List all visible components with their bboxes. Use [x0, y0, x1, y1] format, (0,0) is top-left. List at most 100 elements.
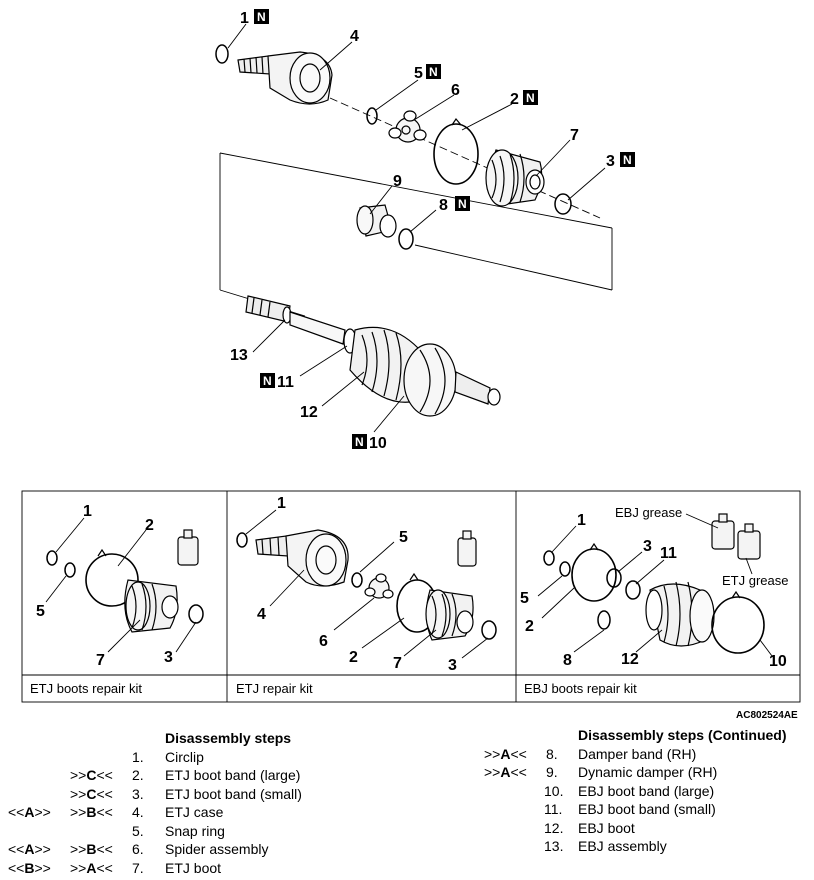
etj-grease-label: ETJ grease	[722, 573, 788, 588]
steps-left-header: Disassembly steps	[165, 730, 292, 746]
kit-title-ebj-boots: EBJ boots repair kit	[524, 681, 637, 696]
n-mark-8: N	[455, 196, 470, 211]
step-number: 9.	[546, 764, 558, 780]
callout-9: 9	[393, 173, 402, 190]
step-row: >>C<< 2. ETJ boot band (large)	[0, 766, 420, 785]
etj-boots-callout-5: 5	[36, 603, 45, 620]
etj-callout-6: 6	[319, 633, 328, 650]
callout-4: 4	[350, 28, 359, 45]
step-text: EBJ boot band (small)	[578, 801, 716, 817]
step-text: EBJ boot	[578, 819, 635, 836]
callout-8: 8	[439, 197, 448, 214]
step-row: >>C<< 3. ETJ boot band (small)	[0, 785, 420, 804]
etj-boot-main	[485, 149, 545, 207]
ebj-callout-3: 3	[643, 538, 652, 555]
step-code-2: >>C<<	[70, 785, 113, 802]
svg-text:N: N	[355, 435, 364, 449]
n-mark-1: N	[254, 9, 269, 24]
callout-1: 1	[240, 10, 249, 27]
step-text: ETJ boot band (small)	[165, 785, 302, 802]
ebj-callout-8: 8	[563, 652, 572, 669]
step-number: 7.	[132, 859, 144, 876]
step-number: 11.	[544, 801, 563, 817]
main-exploded-view	[215, 23, 613, 433]
n-mark-10: N	[352, 434, 367, 449]
step-code-2: >>B<<	[70, 804, 113, 820]
steps-right-header: Disassembly steps (Continued)	[578, 727, 787, 743]
n-mark-2: N	[523, 90, 538, 105]
step-number: 8.	[546, 745, 558, 762]
kit-title-etj-boots: ETJ boots repair kit	[30, 681, 142, 696]
ebj-callout-1: 1	[577, 512, 586, 529]
step-code-2: >>C<<	[70, 767, 113, 783]
step-text: Circlip	[165, 748, 204, 765]
ebj-assembly-main	[245, 295, 501, 417]
step-number: 6.	[132, 841, 144, 857]
etj-boots-kit-drawing	[45, 517, 204, 653]
etj-kit-drawing	[236, 509, 497, 659]
callout-12: 12	[300, 404, 318, 421]
step-number: 12.	[544, 819, 564, 836]
callout-7: 7	[570, 127, 579, 144]
step-number: 4.	[132, 804, 144, 820]
svg-text:N: N	[623, 153, 632, 167]
disassembly-steps-right: Disassembly steps (Continued) >>A<<8.Dam…	[470, 726, 814, 856]
etj-boots-callout-3: 3	[164, 649, 173, 666]
etj-case-main	[237, 51, 333, 105]
step-row: <<A>> >>B<< 6. Spider assembly	[0, 840, 420, 859]
ebj-boots-kit-drawing	[537, 513, 773, 657]
callout-10: 10	[369, 435, 387, 452]
ebj-callout-2: 2	[525, 618, 534, 635]
etj-callout-3: 3	[448, 657, 457, 674]
n-mark-5: N	[426, 64, 441, 79]
step-code-1: <<A>>	[8, 804, 51, 820]
step-text: ETJ case	[165, 804, 224, 820]
step-row: >>A<<9.Dynamic damper (RH)	[470, 763, 814, 782]
svg-text:N: N	[257, 10, 266, 24]
dynamic-damper-main	[356, 204, 397, 238]
step-code-1: <<A>>	[8, 841, 51, 857]
step-text: Spider assembly	[165, 841, 269, 857]
step-number: 10.	[544, 782, 564, 799]
ebj-callout-10: 10	[769, 653, 787, 670]
step-row: 10.EBJ boot band (large)	[470, 782, 814, 801]
callout-11: 11	[277, 374, 294, 391]
step-row: <<A>> >>B<< 4. ETJ case	[0, 803, 420, 822]
etj-boots-callout-1: 1	[83, 503, 92, 520]
step-row: >>A<<8.Damper band (RH)	[470, 745, 814, 764]
step-text: ETJ boot	[165, 859, 222, 876]
ebj-callout-5: 5	[520, 590, 529, 607]
step-number: 2.	[132, 767, 144, 783]
step-row: 12. EBJ boot	[470, 819, 814, 838]
svg-text:N: N	[458, 197, 467, 211]
step-number: 1.	[132, 748, 144, 765]
step-row: 11. EBJ boot band (small)	[470, 800, 814, 819]
svg-text:N: N	[429, 65, 438, 79]
callout-6: 6	[451, 82, 460, 99]
step-row: <<B>> >>A<< 7. ETJ boot	[0, 859, 420, 878]
callout-13: 13	[230, 347, 248, 364]
step-text: Snap ring	[165, 822, 225, 839]
callout-3: 3	[606, 153, 615, 170]
callout-5: 5	[414, 65, 423, 82]
step-code-2: >>B<<	[70, 841, 113, 857]
step-row: 13. EBJ assembly	[470, 837, 814, 856]
callout-2: 2	[510, 91, 519, 108]
step-code-1: <<B>>	[8, 859, 51, 876]
etj-callout-2: 2	[349, 649, 358, 666]
step-text: ETJ boot band (large)	[165, 767, 301, 783]
figure-code: AC802524AE	[736, 710, 798, 721]
ebj-callout-12: 12	[621, 651, 639, 668]
step-text: EBJ assembly	[578, 838, 667, 854]
step-number: 3.	[132, 785, 144, 802]
step-code-2: >>A<<	[70, 859, 113, 876]
etj-callout-1: 1	[277, 495, 286, 512]
kit-table	[21, 490, 801, 703]
svg-text:N: N	[263, 374, 272, 388]
step-number: 13.	[544, 838, 564, 854]
etj-boots-callout-2: 2	[145, 517, 154, 534]
n-mark-11: N	[260, 373, 275, 388]
step-text: Damper band (RH)	[578, 745, 697, 762]
step-text: Dynamic damper (RH)	[578, 764, 718, 780]
